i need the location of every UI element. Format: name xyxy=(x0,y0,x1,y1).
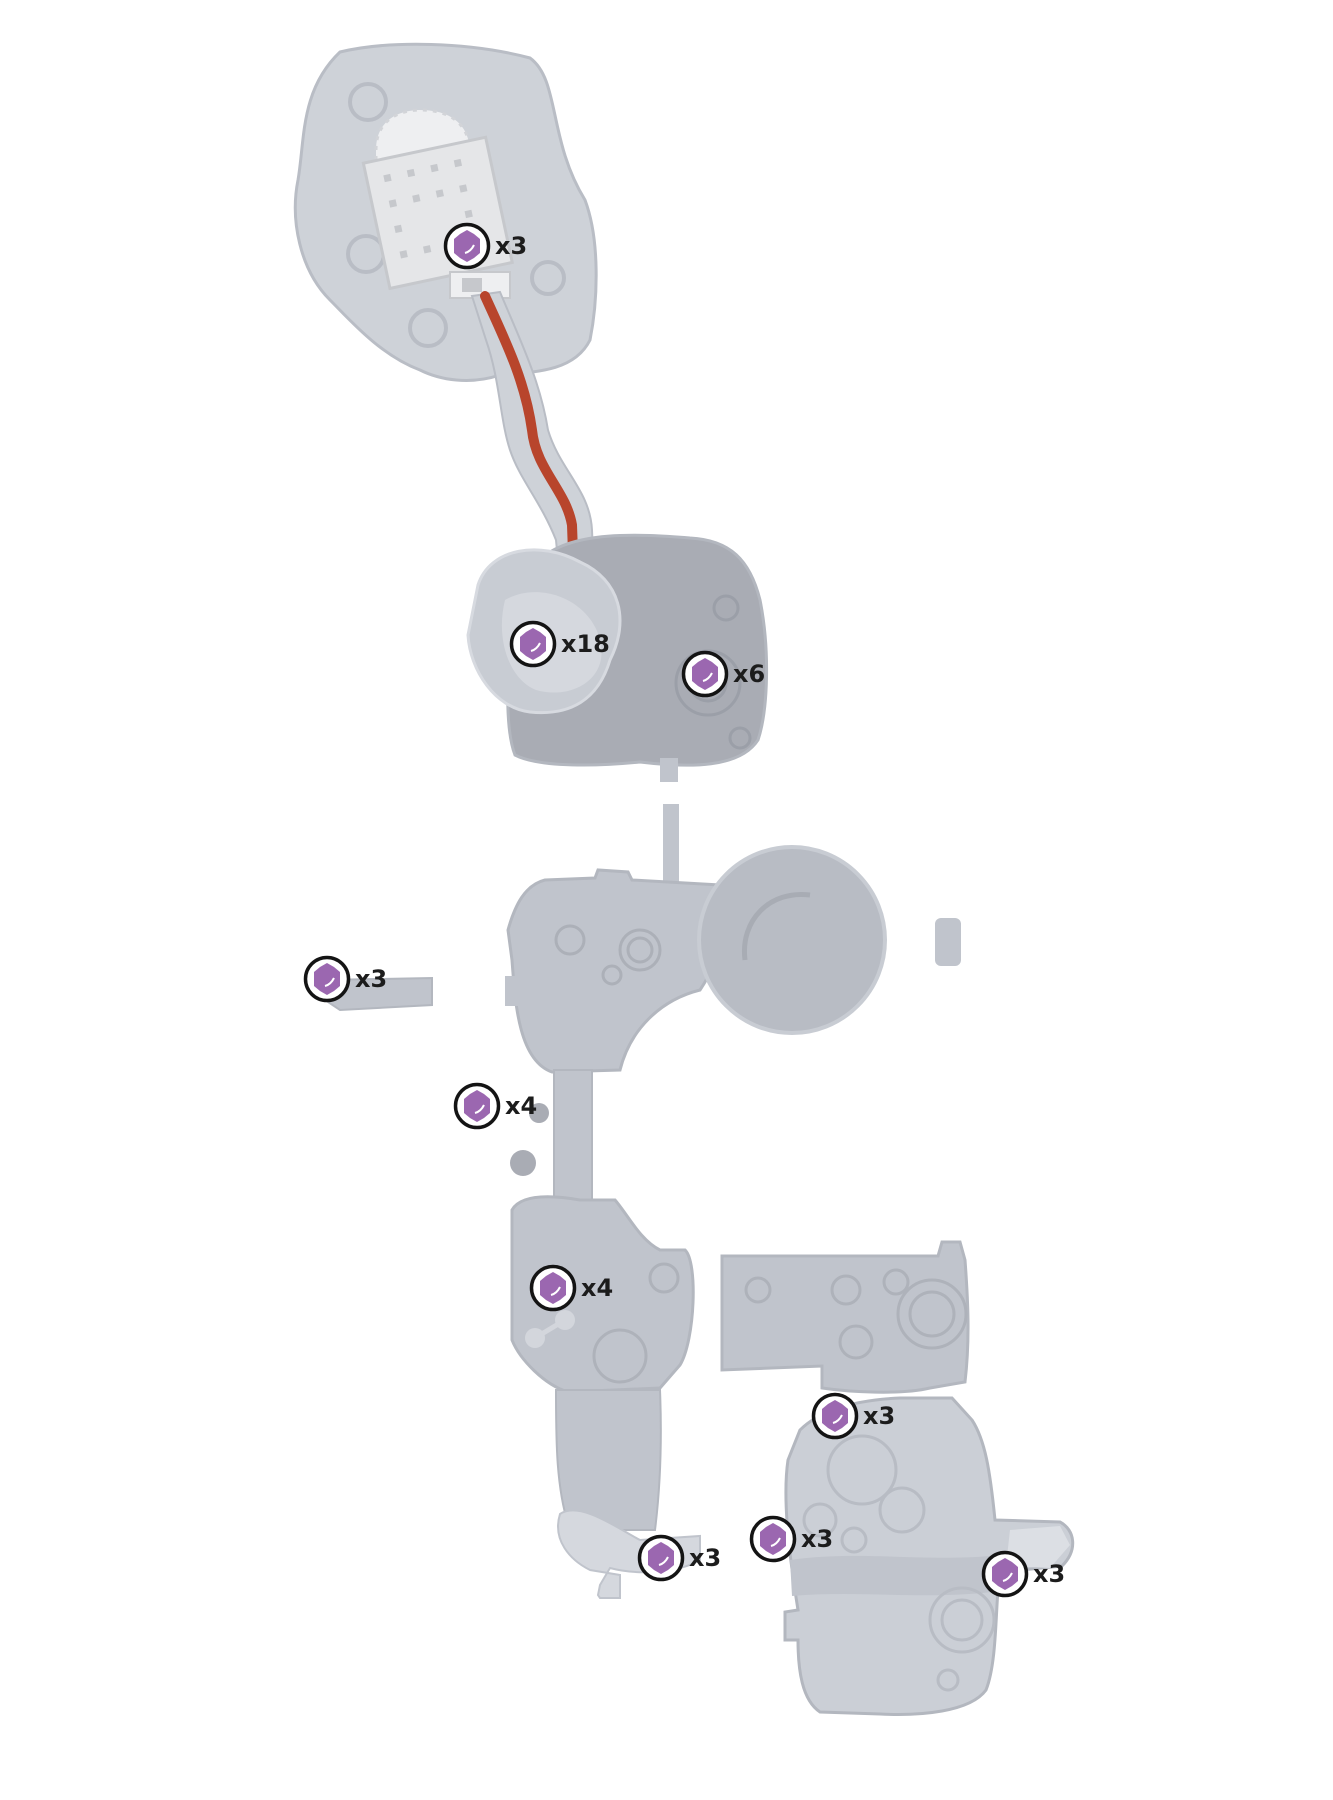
right-ring xyxy=(896,1278,968,1350)
right-ring xyxy=(882,1268,910,1296)
hall-ring xyxy=(802,1502,838,1538)
right-ring xyxy=(744,1276,772,1304)
stairs-step xyxy=(462,278,482,292)
round-room xyxy=(697,845,887,1035)
mid-door xyxy=(505,976,519,1006)
hall-ring xyxy=(840,1526,868,1554)
collectible-marker[interactable]: x4 xyxy=(453,1082,537,1130)
hall-band xyxy=(790,1555,992,1596)
mid-ring xyxy=(618,928,662,972)
collectible-marker[interactable]: x3 xyxy=(303,955,387,1003)
hall-ring xyxy=(826,1434,898,1506)
rock-ring xyxy=(348,82,388,122)
purple-gem-icon xyxy=(443,222,491,270)
hall-ring xyxy=(940,1598,984,1642)
mid-ring xyxy=(601,964,623,986)
right-ring xyxy=(830,1274,862,1306)
rock-ring xyxy=(408,308,448,348)
round-room-arc xyxy=(741,891,811,961)
rock-ring xyxy=(530,260,566,296)
marker-count: x18 xyxy=(561,630,610,658)
right-upper-room xyxy=(720,1240,970,1394)
purple-gem-icon xyxy=(637,1534,685,1582)
marker-count: x6 xyxy=(733,660,766,688)
purple-gem-icon xyxy=(681,650,729,698)
collectible-marker[interactable]: x4 xyxy=(529,1264,613,1312)
purple-gem-icon xyxy=(453,1082,501,1130)
hall-ring xyxy=(936,1668,960,1692)
connector-2 xyxy=(663,804,679,886)
hall-ring xyxy=(878,1486,926,1534)
hall-ledge xyxy=(1006,1526,1070,1568)
cave-ring xyxy=(728,726,752,750)
east-pillar xyxy=(935,918,961,966)
right-ring xyxy=(908,1290,956,1338)
right-lower-hall xyxy=(783,1396,1075,1716)
marker-count: x3 xyxy=(801,1525,834,1553)
collectible-marker[interactable]: x3 xyxy=(811,1392,895,1440)
marker-count: x4 xyxy=(581,1274,614,1302)
path-red-line xyxy=(480,291,579,585)
marker-count: x4 xyxy=(505,1092,538,1120)
collectible-marker[interactable]: x6 xyxy=(681,650,765,698)
purple-gem-icon xyxy=(749,1515,797,1563)
collectible-marker[interactable]: x3 xyxy=(443,222,527,270)
marker-count: x3 xyxy=(495,232,528,260)
collectible-marker[interactable]: x3 xyxy=(637,1534,721,1582)
purple-gem-icon xyxy=(509,620,557,668)
purple-gem-icon xyxy=(981,1550,1029,1598)
lower-left-room xyxy=(510,1195,695,1394)
marker-count: x3 xyxy=(1033,1560,1066,1588)
collectible-marker[interactable]: x3 xyxy=(749,1515,833,1563)
collectible-marker[interactable]: x18 xyxy=(509,620,610,668)
connector-1 xyxy=(660,758,678,782)
hall-ring xyxy=(928,1586,996,1654)
purple-gem-icon xyxy=(303,955,351,1003)
mid-ring xyxy=(554,924,586,956)
room-ring xyxy=(592,1328,648,1384)
vertical-corridor xyxy=(553,1069,593,1203)
room-ring xyxy=(648,1262,680,1294)
cave-ring xyxy=(712,594,740,622)
small-rock xyxy=(510,1150,536,1176)
purple-gem-icon xyxy=(529,1264,577,1312)
right-ring xyxy=(838,1324,874,1360)
marker-count: x3 xyxy=(689,1544,722,1572)
lower-corridor xyxy=(554,1389,662,1531)
small-rock xyxy=(529,1103,549,1123)
collectible-marker[interactable]: x3 xyxy=(981,1550,1065,1598)
marker-count: x3 xyxy=(355,965,388,993)
mid-ring xyxy=(626,936,654,964)
purple-gem-icon xyxy=(811,1392,859,1440)
room-link xyxy=(533,1317,567,1341)
marker-count: x3 xyxy=(863,1402,896,1430)
